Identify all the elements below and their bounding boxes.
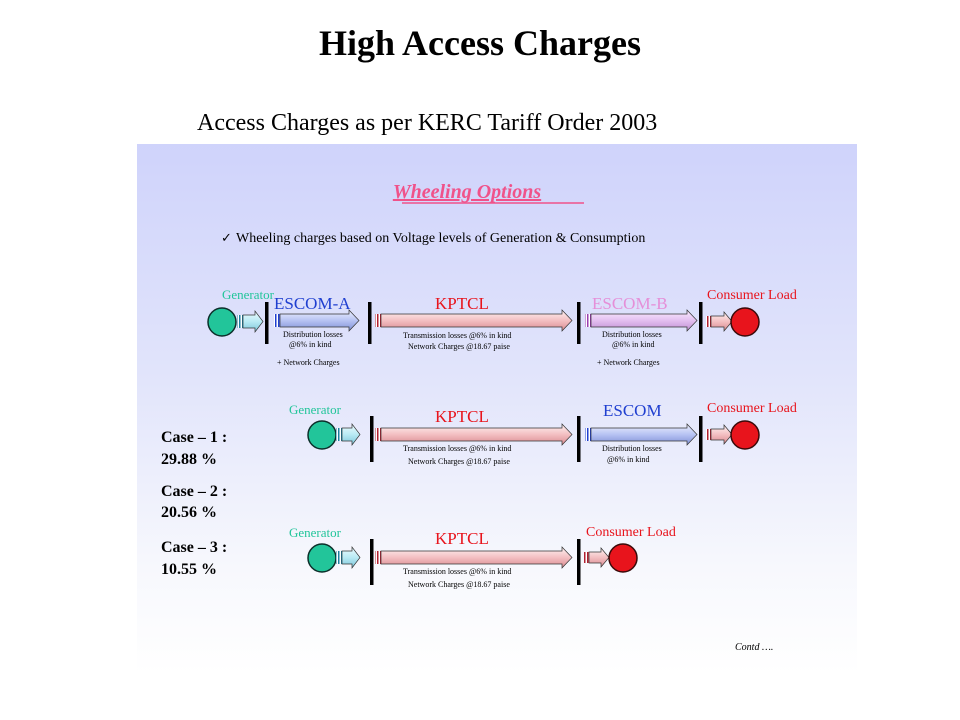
bus-bar xyxy=(699,416,703,462)
kptcl-note: Network Charges @18.67 paise xyxy=(408,342,510,351)
generator-label: Generator xyxy=(289,525,342,540)
arrow-hatch xyxy=(585,314,591,327)
arrow-hatch xyxy=(375,551,381,564)
generator-label: Generator xyxy=(222,287,275,302)
row-2: Generator KPTCL Transmission losses @6% … xyxy=(289,401,797,466)
kptcl-arrow xyxy=(380,546,573,569)
kptcl-arrow xyxy=(380,309,573,332)
kptcl-arrow xyxy=(380,423,573,446)
consumer-load-icon xyxy=(730,420,760,450)
kptcl-note: Network Charges @18.67 paise xyxy=(408,580,510,589)
kptcl-label: KPTCL xyxy=(435,407,489,426)
generator-arrow xyxy=(341,545,361,570)
bus-bar xyxy=(577,539,581,585)
check-icon: ✓ xyxy=(221,231,232,246)
bullet-text: Wheeling charges based on Voltage levels… xyxy=(236,231,645,246)
page-subtitle: Access Charges as per KERC Tariff Order … xyxy=(197,110,658,136)
escom-b-note: + Network Charges xyxy=(597,358,660,367)
escom-b-note: Distribution losses xyxy=(602,330,662,339)
consumer-arrow xyxy=(710,424,733,445)
escom-a-note: + Network Charges xyxy=(277,358,340,367)
page-title: High Access Charges xyxy=(319,23,641,63)
arrow-hatch xyxy=(584,552,589,563)
arrow-hatch xyxy=(237,315,243,328)
generator-icon xyxy=(307,420,337,450)
kptcl-note: Network Charges @18.67 paise xyxy=(408,457,510,466)
case-2-label: Case – 2 : xyxy=(161,483,227,500)
escom-note: @6% in kind xyxy=(607,455,649,464)
row-3: Generator KPTCL Transmission losses @6% … xyxy=(289,525,676,589)
bus-bar xyxy=(699,302,703,344)
arrow-hatch xyxy=(375,314,381,327)
generator-arrow xyxy=(341,422,361,447)
arrow-hatch xyxy=(336,428,342,441)
generator-icon xyxy=(207,307,237,337)
generator-arrow xyxy=(242,309,264,334)
bus-bar xyxy=(265,302,269,344)
kptcl-note: Transmission losses @6% in kind xyxy=(403,331,511,340)
arrow-hatch xyxy=(706,429,711,440)
escom-b-arrow xyxy=(590,309,698,332)
arrow-hatch xyxy=(375,428,381,441)
case-2-value: 20.56 % xyxy=(161,504,217,521)
consumer-load-label: Consumer Load xyxy=(707,401,797,416)
case-list: Case – 1 : 29.88 % Case – 2 : 20.56 % Ca… xyxy=(161,429,227,578)
escom-arrow xyxy=(590,423,698,446)
case-1-label: Case – 1 : xyxy=(161,429,227,446)
escom-note: Distribution losses xyxy=(602,444,662,453)
escom-a-note: Distribution losses xyxy=(283,330,343,339)
bus-bar xyxy=(368,302,372,344)
contd-footer: Contd …. xyxy=(735,642,773,653)
bus-bar xyxy=(370,539,374,585)
consumer-arrow xyxy=(588,547,610,568)
case-1-value: 29.88 % xyxy=(161,451,217,468)
consumer-arrow xyxy=(710,311,733,332)
kptcl-note: Transmission losses @6% in kind xyxy=(403,567,511,576)
escom-b-label: ESCOM-B xyxy=(592,294,668,313)
arrow-hatch xyxy=(274,314,280,327)
kptcl-label: KPTCL xyxy=(435,294,489,313)
generator-icon xyxy=(307,543,337,573)
consumer-load-label: Consumer Load xyxy=(586,525,676,540)
kptcl-label: KPTCL xyxy=(435,529,489,548)
bus-bar xyxy=(370,416,374,462)
row-1: Generator ESCOM-A Distribution losses @6… xyxy=(207,287,797,367)
wheeling-options-heading: Wheeling Options xyxy=(393,181,542,203)
wheeling-diagram: Wheeling Options ✓ Wheeling charges base… xyxy=(161,181,797,653)
escom-b-note: @6% in kind xyxy=(612,340,654,349)
arrow-hatch xyxy=(706,316,711,327)
case-3-label: Case – 3 : xyxy=(161,539,227,556)
arrow-hatch xyxy=(336,551,342,564)
consumer-load-icon xyxy=(730,307,760,337)
diagram-panel xyxy=(137,144,857,674)
kptcl-note: Transmission losses @6% in kind xyxy=(403,444,511,453)
escom-a-arrow xyxy=(279,309,360,332)
escom-label: ESCOM xyxy=(603,401,662,420)
escom-a-note: @6% in kind xyxy=(289,340,331,349)
bus-bar xyxy=(577,416,581,462)
generator-label: Generator xyxy=(289,402,342,417)
case-3-value: 10.55 % xyxy=(161,561,217,578)
bus-bar xyxy=(577,302,581,344)
arrow-hatch xyxy=(585,428,591,441)
escom-a-label: ESCOM-A xyxy=(274,294,351,313)
consumer-load-label: Consumer Load xyxy=(707,288,797,303)
consumer-load-icon xyxy=(608,543,638,573)
